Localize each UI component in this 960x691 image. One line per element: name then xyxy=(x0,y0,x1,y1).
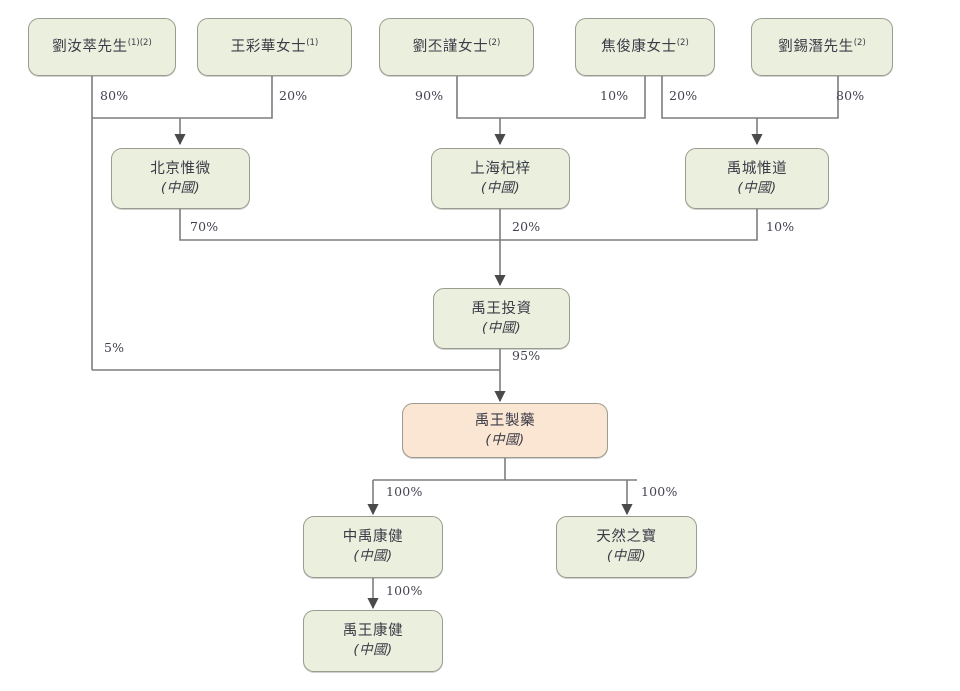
pct-liuxiqian-yucheng: 80% xyxy=(836,88,865,103)
node-shanghai-qizi-name: 上海杞梓 xyxy=(470,160,531,177)
node-beijing-weiwei-jurisdiction: (中國) xyxy=(160,179,201,196)
node-liu-ruzhen[interactable]: 劉汝萃先生(1)(2) xyxy=(28,18,176,76)
pct-shanghai-touzi: 20% xyxy=(512,219,541,234)
pct-liupijin-shanghai: 90% xyxy=(415,88,444,103)
node-wang-caihua[interactable]: 王彩華女士(1) xyxy=(197,18,352,76)
edge-wangcaihua-beijing xyxy=(180,76,273,119)
pct-liuruzhen-beijing: 80% xyxy=(100,88,129,103)
node-yuwang-kangjian-name: 禹王康健 xyxy=(342,623,404,640)
node-yuwang-kangjian-jurisdiction: (中國) xyxy=(353,642,393,659)
edge-liupijin-shanghai xyxy=(456,76,500,119)
node-zhongyu-kangjian-jurisdiction: (中國) xyxy=(353,548,393,565)
node-liu-xiqian[interactable]: 劉錫潛先生(2) xyxy=(751,18,893,76)
node-yuwang-zhiyao-jurisdiction: (中國) xyxy=(485,431,525,448)
node-yuwang-zhiyao[interactable]: 禹王製藥 (中國) xyxy=(402,403,608,458)
node-tianran-zhibao-jurisdiction: (中國) xyxy=(606,548,647,565)
pct-beijing-touzi: 70% xyxy=(190,219,219,234)
node-liu-pijin[interactable]: 劉丕謹女士(2) xyxy=(379,18,534,76)
node-yuwang-kangjian[interactable]: 禹王康健 (中國) xyxy=(303,610,443,672)
node-tianran-zhibao[interactable]: 天然之寶 (中國) xyxy=(556,516,697,578)
node-yucheng-weidao-name: 禹城惟道 xyxy=(726,160,788,177)
node-jiao-junkang[interactable]: 焦俊康女士(2) xyxy=(575,18,715,76)
node-wang-caihua-name: 王彩華女士(1) xyxy=(230,37,319,55)
node-yuwang-touzi-name: 禹王投資 xyxy=(471,300,532,317)
edge-beijing-touzi xyxy=(179,209,500,241)
pct-wangcaihua-beijing: 20% xyxy=(279,88,308,103)
pct-jiao-yucheng: 20% xyxy=(669,88,698,103)
node-zhongyu-kangjian-name: 中禹康健 xyxy=(342,529,404,546)
node-liu-pijin-name: 劉丕謹女士(2) xyxy=(412,37,501,55)
node-beijing-weiwei[interactable]: 北京惟微 (中國) xyxy=(111,148,250,209)
pct-zhiyao-zhongyu: 100% xyxy=(386,484,423,499)
node-yuwang-zhiyao-name: 禹王製藥 xyxy=(474,412,536,429)
pct-zhiyao-tianran: 100% xyxy=(641,484,678,499)
node-liu-ruzhen-name: 劉汝萃先生(1)(2) xyxy=(52,37,152,55)
node-beijing-weiwei-name: 北京惟微 xyxy=(150,160,211,177)
node-yucheng-weidao-jurisdiction: (中國) xyxy=(737,179,777,196)
node-tianran-zhibao-name: 天然之寶 xyxy=(596,529,657,546)
pct-yucheng-touzi: 10% xyxy=(766,219,795,234)
pct-touzi-zhiyao: 95% xyxy=(512,348,541,363)
node-yuwang-touzi-jurisdiction: (中國) xyxy=(481,319,522,336)
node-yucheng-weidao[interactable]: 禹城惟道 (中國) xyxy=(685,148,829,209)
node-yuwang-touzi[interactable]: 禹王投資 (中國) xyxy=(433,288,570,349)
node-shanghai-qizi-jurisdiction: (中國) xyxy=(480,179,521,196)
pct-zhongyu-yuwangkangjian: 100% xyxy=(386,583,423,598)
node-jiao-junkang-name: 焦俊康女士(2) xyxy=(601,37,689,55)
node-shanghai-qizi[interactable]: 上海杞梓 (中國) xyxy=(431,148,570,209)
edge-liuxiqian-yucheng xyxy=(757,76,839,119)
pct-jiao-shanghai: 10% xyxy=(600,88,629,103)
pct-liuruzhen-zhiyao: 5% xyxy=(104,340,125,355)
node-zhongyu-kangjian[interactable]: 中禹康健 (中國) xyxy=(303,516,443,578)
node-liu-xiqian-name: 劉錫潛先生(2) xyxy=(778,37,866,55)
